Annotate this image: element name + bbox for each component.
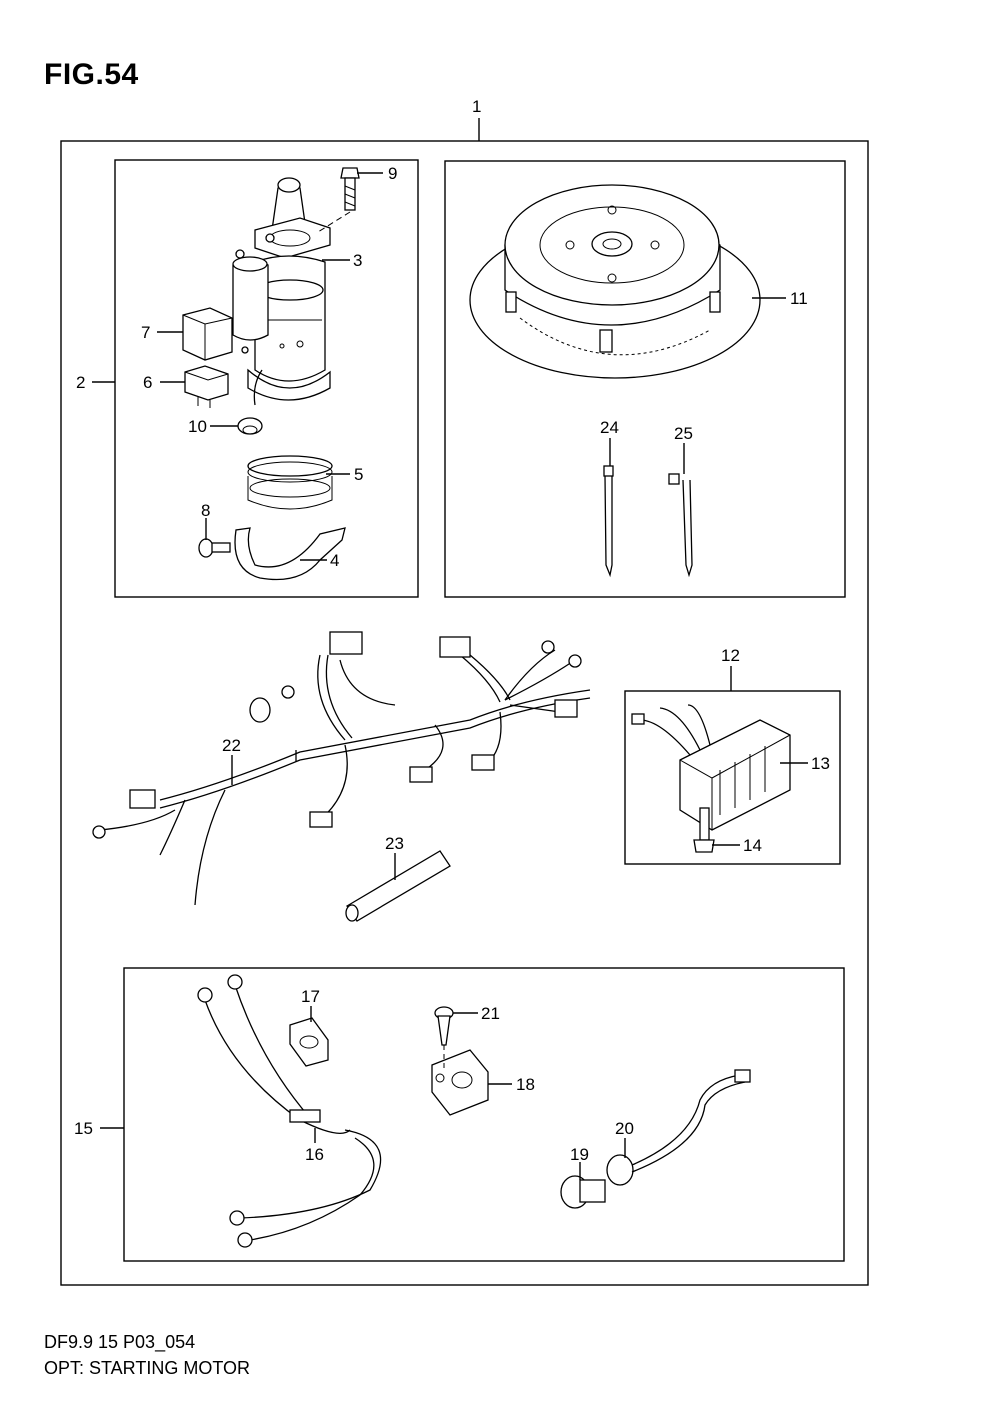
callout-20: 20 [615, 1119, 634, 1138]
callout-17: 17 [301, 987, 320, 1006]
callout-2: 2 [76, 373, 85, 392]
grommet-10 [237, 417, 263, 435]
starter-motor [232, 177, 331, 406]
callouts: 1 2 3 4 5 6 7 8 9 10 11 12 13 14 15 16 1… [74, 97, 830, 1164]
callout-18: 18 [516, 1075, 535, 1094]
callout-24: 24 [600, 418, 619, 437]
boot-20 [606, 1069, 751, 1186]
figure-title: FIG.54 [44, 58, 139, 91]
callout-25: 25 [674, 424, 693, 443]
ring-5 [247, 455, 333, 510]
cable-tie-25 [668, 473, 693, 578]
figure-code: DF9.9 15 P03_054 [44, 1332, 196, 1352]
callout-13: 13 [811, 754, 830, 773]
bolt-9 [317, 167, 360, 233]
figure-description: OPT: STARTING MOTOR [44, 1358, 251, 1378]
rectifier-frame [624, 690, 841, 865]
outer-frame [60, 140, 869, 1286]
battery-cable-16 [197, 974, 382, 1248]
callout-3: 3 [353, 251, 362, 270]
clamp-18 [431, 1049, 489, 1116]
callout-19: 19 [570, 1145, 589, 1164]
bolt-14 [693, 807, 715, 853]
callout-4: 4 [330, 551, 339, 570]
callout-12: 12 [721, 646, 740, 665]
callout-14: 14 [743, 836, 762, 855]
callout-11: 11 [790, 289, 808, 308]
screw-21 [434, 1006, 454, 1070]
callout-10: 10 [188, 417, 207, 436]
callout-15: 15 [74, 1119, 93, 1138]
tube-23 [345, 850, 451, 922]
starter-motor-frame [114, 159, 419, 598]
callout-9: 9 [388, 164, 397, 183]
band-4 [234, 527, 346, 581]
leader-lines [92, 118, 808, 1180]
callout-23: 23 [385, 834, 404, 853]
wire-harness-22 [92, 631, 591, 906]
flywheel-11 [469, 184, 761, 379]
screw-8 [198, 538, 231, 558]
battery-cable-frame [123, 967, 845, 1262]
callout-1: 1 [472, 97, 481, 116]
cable-tie-24 [603, 465, 614, 578]
callout-7: 7 [141, 323, 150, 342]
callout-8: 8 [201, 501, 210, 520]
callout-16: 16 [305, 1145, 324, 1164]
callout-22: 22 [222, 736, 241, 755]
rectifier-13 [631, 704, 791, 831]
relay-6 [184, 365, 229, 408]
callout-6: 6 [143, 373, 152, 392]
callout-21: 21 [481, 1004, 500, 1023]
switch-19 [560, 1175, 606, 1209]
relay-7 [182, 307, 233, 361]
flywheel-frame [444, 160, 846, 598]
callout-5: 5 [354, 465, 363, 484]
grommet-17 [289, 1017, 329, 1067]
